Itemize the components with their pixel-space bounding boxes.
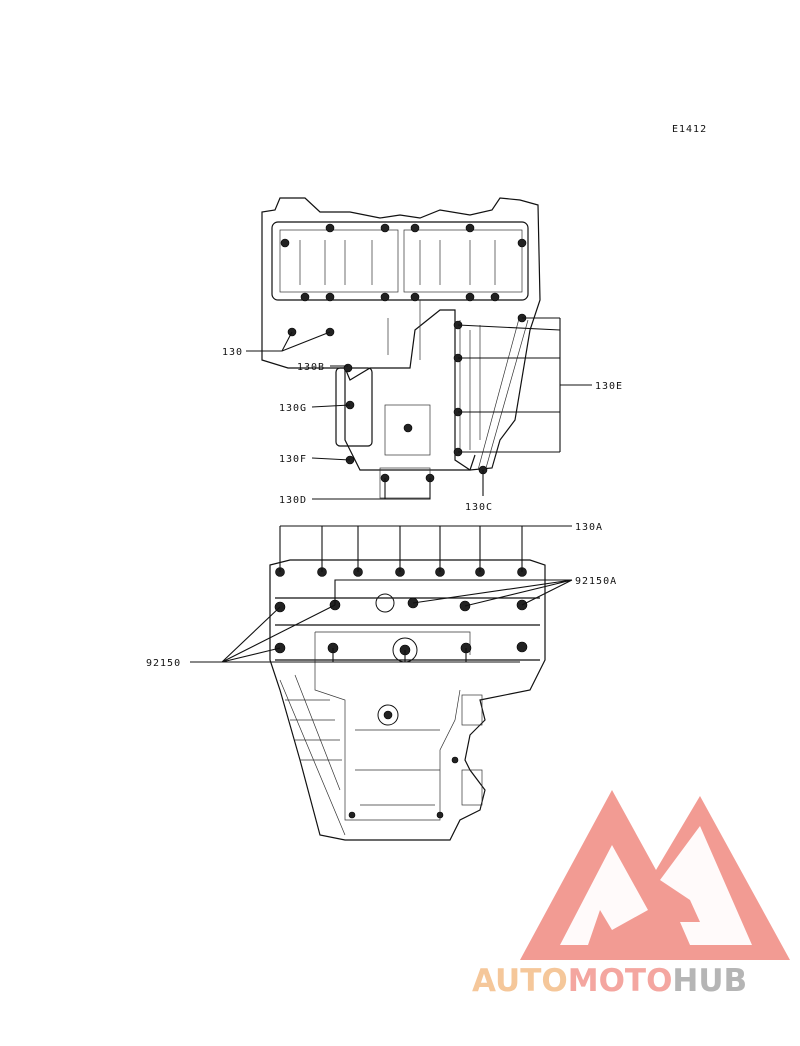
callout-130g: 130G xyxy=(279,403,307,414)
callout-92150a: 92150A xyxy=(575,576,617,587)
upper-leader-lines xyxy=(246,317,592,500)
diagram-code: E1412 xyxy=(672,124,707,135)
lower-leader-lines xyxy=(190,525,573,663)
callout-130c: 130C xyxy=(465,502,493,513)
callout-130f: 130F xyxy=(279,454,307,465)
watermark-auto: AUTO xyxy=(472,963,568,999)
lower-bolts xyxy=(274,567,528,819)
upper-bolts xyxy=(280,223,527,483)
callout-130a: 130A xyxy=(575,522,603,533)
callout-92150: 92150 xyxy=(146,658,181,669)
callout-130b: 130B xyxy=(297,362,325,373)
upper-crankcase xyxy=(261,197,541,499)
watermark-moto: MOTO xyxy=(567,963,673,999)
watermark-text: AUTOMOTOHUB xyxy=(472,963,800,999)
watermark-hub: HUB xyxy=(672,963,748,999)
lower-crankcase xyxy=(269,559,546,841)
callout-130: 130 xyxy=(222,347,243,358)
callout-130d: 130D xyxy=(279,495,307,506)
callout-130e: 130E xyxy=(595,381,623,392)
watermark-logo-mark xyxy=(520,790,790,960)
